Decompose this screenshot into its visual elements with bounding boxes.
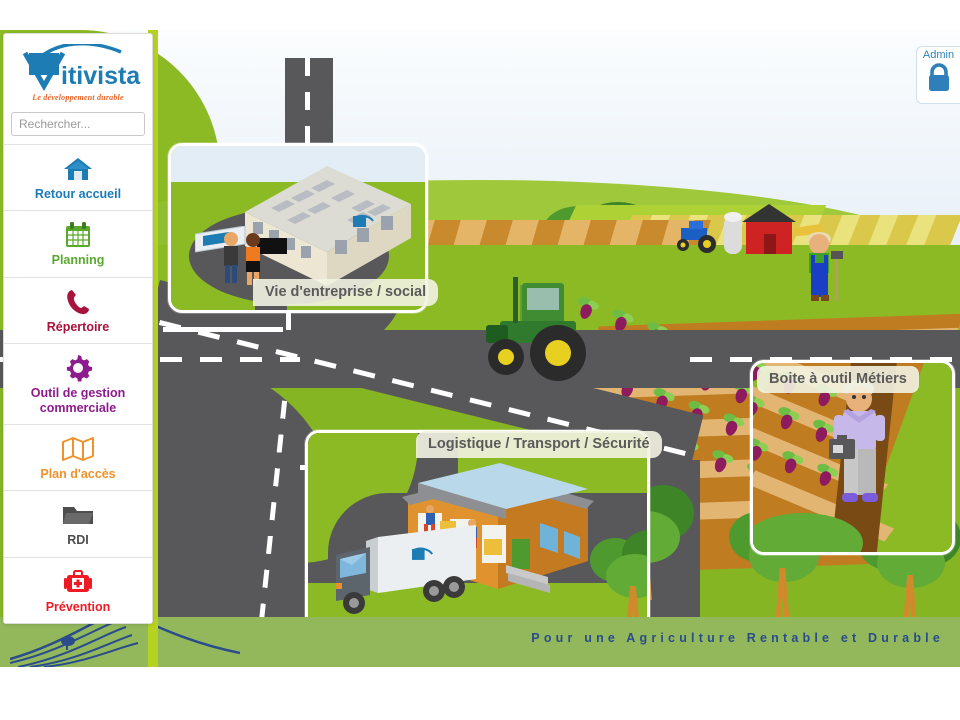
technician-character-icon [829,380,885,502]
green-tractor-icon [486,277,586,381]
delivery-truck-icon [336,525,476,614]
landscape-illustration: Vie d'entreprise / social [0,30,960,667]
sidebar-item-label: Outil de gestion commerciale [30,386,126,415]
search-input[interactable] [12,113,144,135]
vitivista-logo-icon: itivista [22,42,141,92]
sidebar-item-plan-acces[interactable]: Plan d'accès [4,423,152,491]
search-bar[interactable] [11,112,145,136]
sidebar-item-prevention[interactable]: Prévention [4,556,152,623]
gear-icon [8,353,148,383]
sidebar-item-planning[interactable]: Planning [4,210,152,277]
folder-icon [8,500,148,530]
road-vertical-left [160,298,222,667]
office-building-icon [245,166,411,286]
sidebar-item-outil-gestion[interactable]: Outil de gestion commerciale [4,343,152,424]
svg-text:itivista: itivista [61,62,141,90]
sidebar-item-label: Retour accueil [34,187,122,201]
sidebar-item-label: Répertoire [46,319,110,334]
hotspot-label: Logistique / Transport / Sécurité [416,431,662,458]
hotspot-logistique[interactable]: Logistique / Transport / Sécurité [305,430,662,650]
vineyard-hill-logo-icon [10,617,240,667]
hotspot-label: Boite à outil Métiers [757,366,919,393]
blue-tractor-icon [677,221,716,253]
hotspot-boite-outil[interactable]: Boite à outil Métiers [750,360,955,555]
footer-tagline: Pour une Agriculture Rentable et Durable [531,631,944,645]
admin-button[interactable]: Admin [916,46,960,104]
sidebar-item-label: Plan d'accès [40,466,116,481]
first-aid-kit-icon [8,567,148,597]
road-dashes [690,357,960,362]
map-icon [8,434,148,464]
phone-icon [8,287,148,317]
brand-tagline: Le développement durable [32,93,124,102]
sidebar-item-rdi[interactable]: RDI [4,490,152,557]
brand-logo[interactable]: itivista Le développement durable [4,34,152,108]
lock-icon [928,63,949,91]
admin-label: Admin [922,49,955,61]
sidebar-item-label: RDI [67,533,89,548]
accent-bar [148,30,158,667]
sidebar-item-label: Prévention [45,599,111,614]
hotspot-vie-entreprise[interactable]: Vie d'entreprise / social [168,143,439,313]
sidebar-item-retour-accueil[interactable]: Retour accueil [4,144,152,211]
home-icon [8,154,148,184]
farmer-character-icon [807,232,843,301]
road-edge-line [163,327,283,332]
calendar-icon [8,220,148,250]
sidebar-item-label: Planning [51,253,105,268]
barn-icon [724,204,824,254]
sidebar-item-repertoire[interactable]: Répertoire [4,276,152,344]
hotspot-label: Vie d'entreprise / social [253,279,439,306]
people-icon [224,232,260,285]
footer-ribbon: Pour une Agriculture Rentable et Durable [0,617,960,667]
sidebar: itivista Le développement durable [3,33,153,624]
